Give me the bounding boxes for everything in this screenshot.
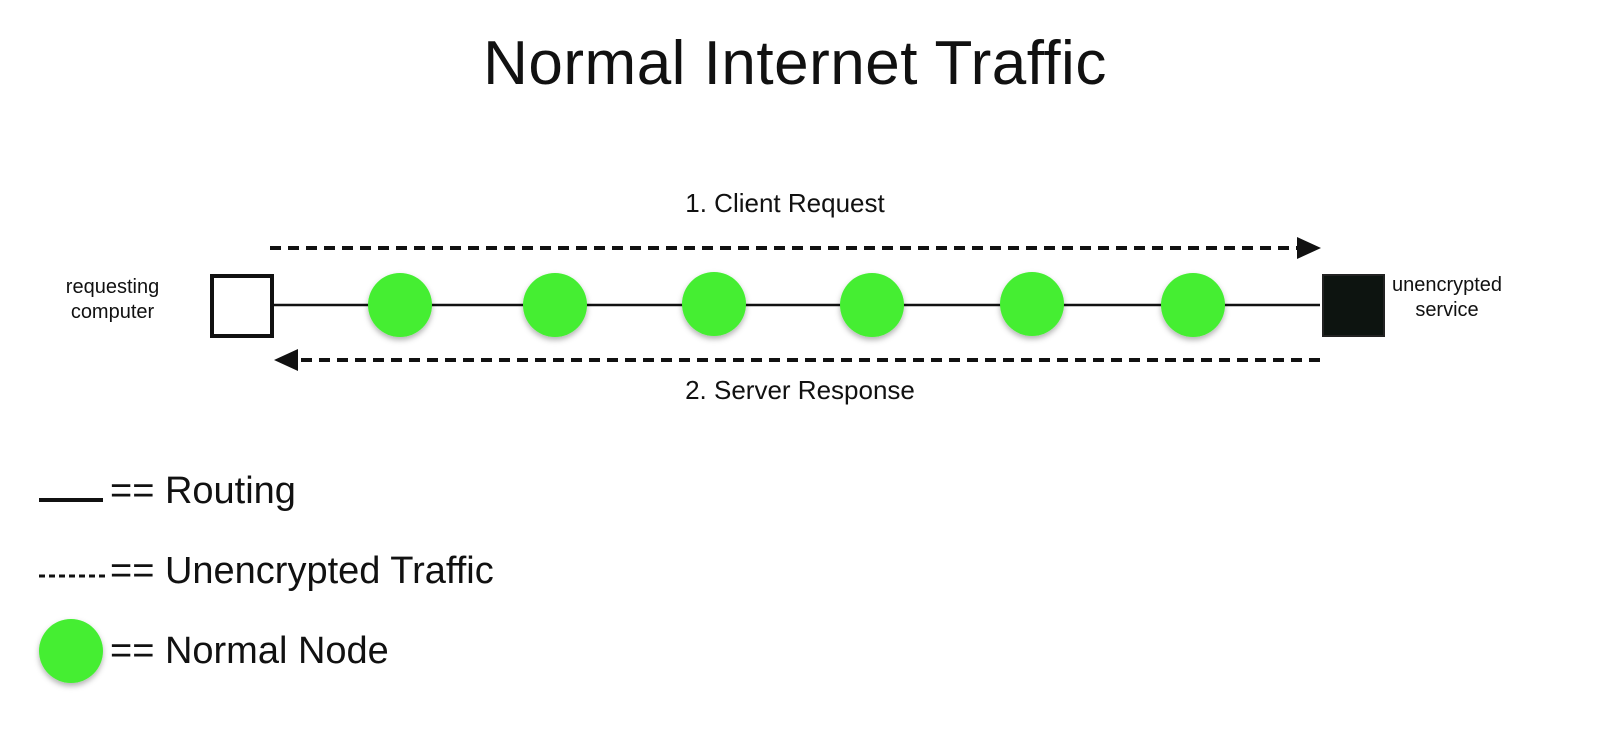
client-request-label: 1. Client Request [685, 188, 885, 218]
unencrypted-service-label-line2: service [1415, 299, 1479, 321]
server-response-arrowhead [274, 349, 298, 371]
client-request-arrowhead [1297, 237, 1321, 259]
normal-node [1161, 273, 1225, 337]
normal-node [840, 273, 904, 337]
normal-node [682, 272, 746, 336]
normal-node [1000, 272, 1064, 336]
node-group [368, 272, 1225, 337]
legend-routing-text: == Routing [110, 470, 296, 512]
requesting-computer-label: requesting computer [40, 275, 185, 325]
requesting-computer-box [210, 274, 274, 338]
requesting-computer-label-line2: computer [70, 301, 155, 323]
requesting-computer-label-line1: requesting [65, 276, 160, 298]
page-title: Normal Internet Traffic [483, 29, 1107, 98]
normal-node [523, 273, 587, 337]
server-response-label: 2. Server Response [685, 375, 915, 405]
legend-node-symbol [39, 619, 103, 683]
unencrypted-service-box [1322, 274, 1385, 337]
legend-unencrypted-text: == Unencrypted Traffic [110, 550, 494, 592]
normal-node [368, 273, 432, 337]
legend-node-text: == Normal Node [110, 630, 389, 672]
unencrypted-service-label-line1: unencrypted [1391, 274, 1503, 296]
unencrypted-service-label: unencrypted service [1372, 273, 1522, 323]
